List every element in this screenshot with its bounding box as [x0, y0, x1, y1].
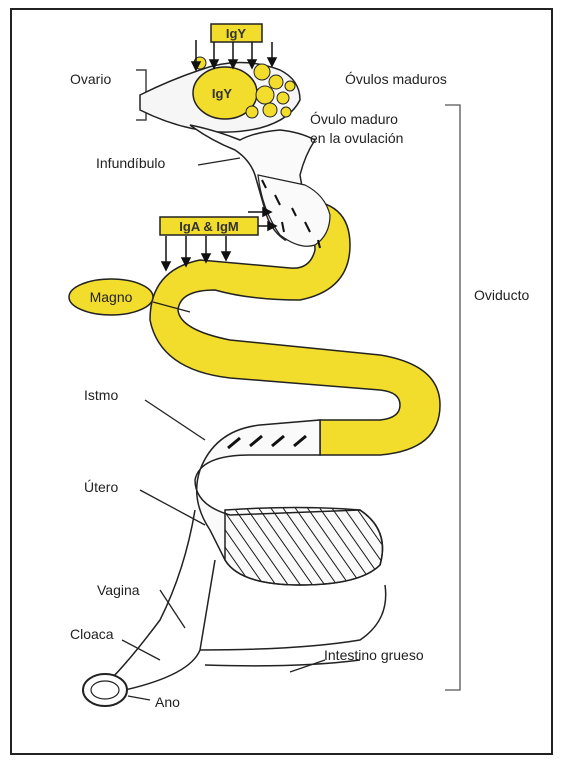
ovario-label: Ovario: [70, 71, 111, 87]
iga-igm-box-label: IgA & IgM: [179, 219, 238, 234]
ovulos-maduros-label: Óvulos maduros: [345, 71, 447, 87]
vagina-label: Vagina: [97, 582, 140, 598]
cloaca-label: Cloaca: [70, 626, 114, 642]
vagina-cloaca: [110, 510, 215, 690]
magno-label: Magno: [90, 289, 133, 305]
ovulo-maduro-label: Óvulo maduro: [310, 111, 398, 127]
oviducto-label: Oviducto: [474, 287, 529, 303]
infundibulo-label: Infundíbulo: [96, 155, 165, 171]
igy-ovary-label: IgY: [212, 86, 233, 101]
ovulacion-label: en la ovulación: [310, 130, 403, 146]
igy-box-label: IgY: [226, 26, 247, 41]
ano-label: Ano: [155, 694, 180, 710]
intestino-grueso-label: Intestino grueso: [324, 647, 424, 663]
uterus: [225, 508, 383, 586]
oviducto-bracket: [445, 105, 460, 690]
anus-inner: [91, 681, 119, 699]
istmo-label: Istmo: [84, 387, 118, 403]
utero-label: Útero: [84, 479, 118, 495]
